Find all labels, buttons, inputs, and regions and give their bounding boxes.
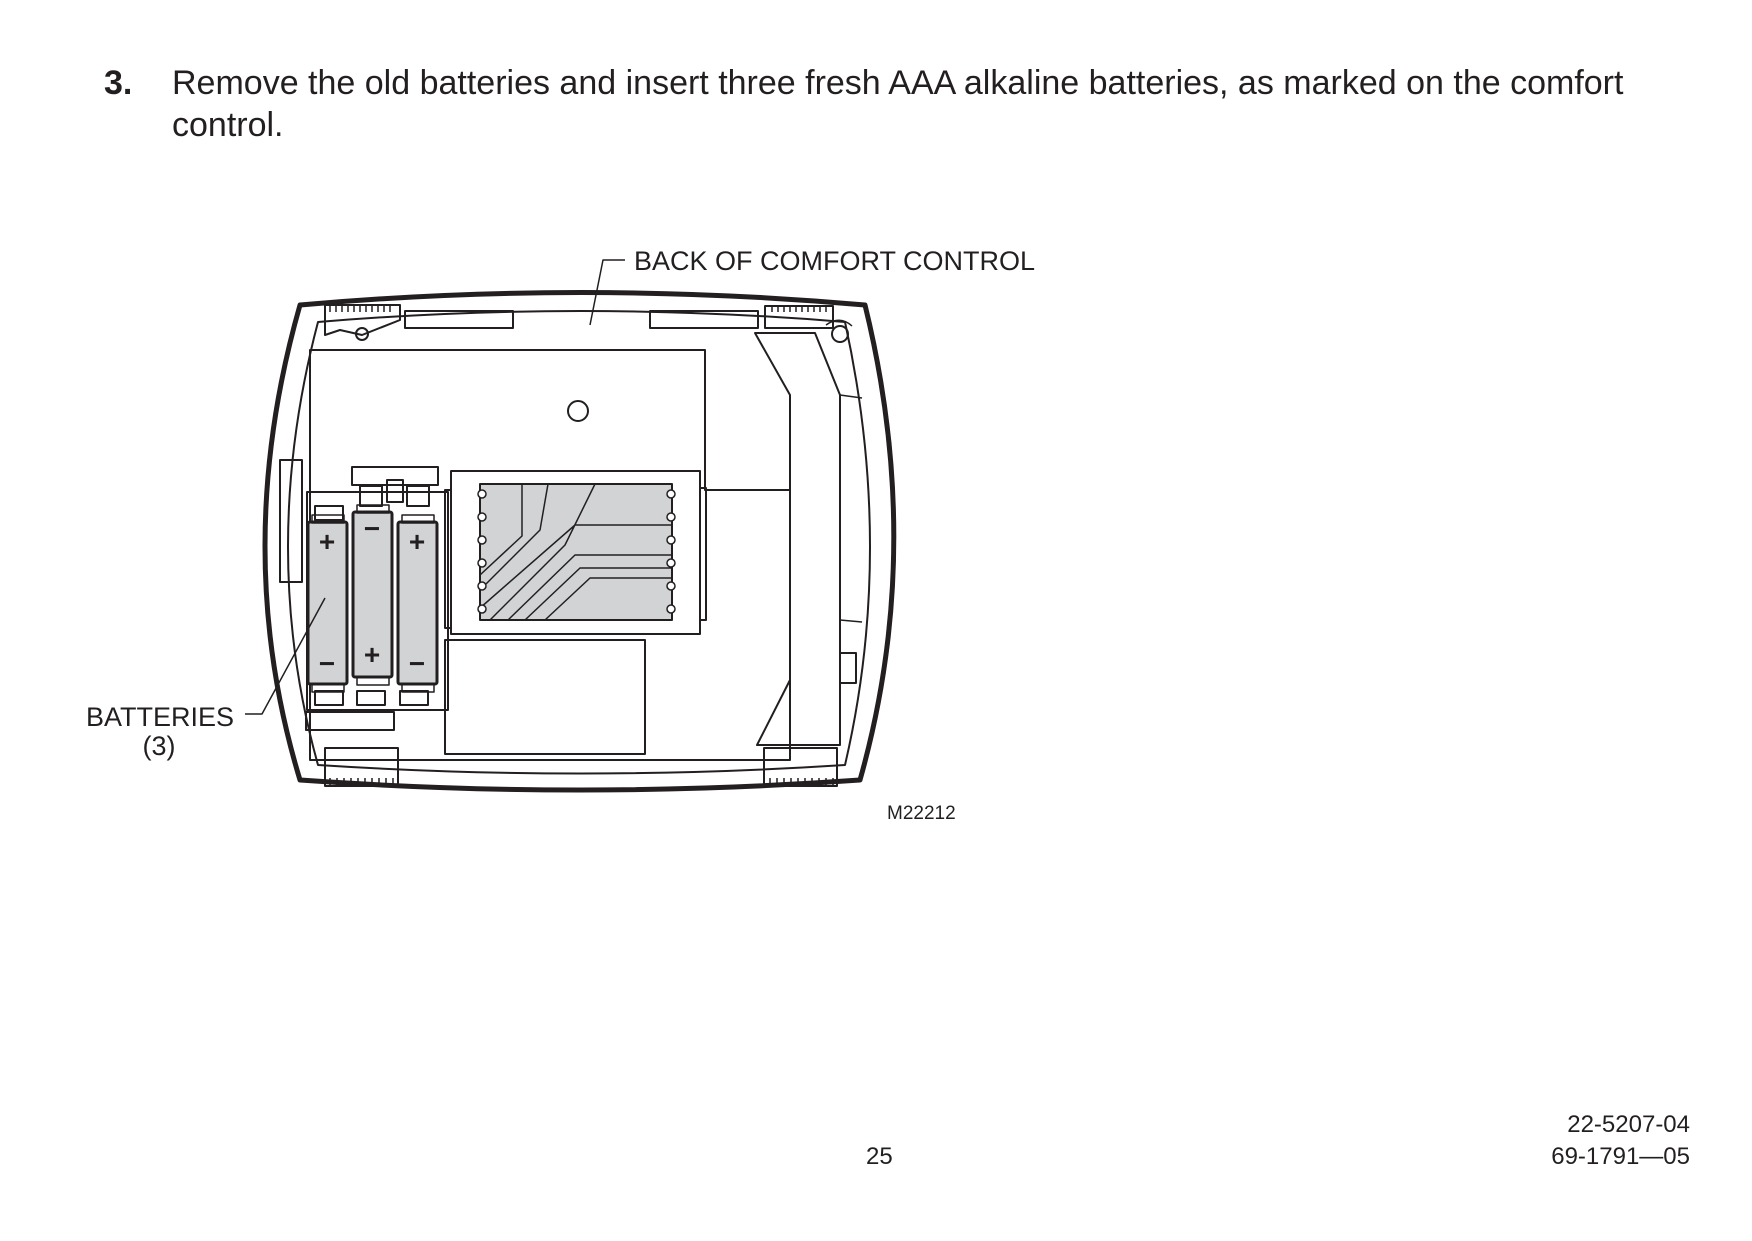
top-slot-left <box>404 310 514 329</box>
step-number: 3. <box>104 64 133 102</box>
document-number-1: 22-5207-04 <box>1567 1111 1690 1138</box>
top-slot-right <box>649 310 759 329</box>
right-ribbon <box>754 332 841 746</box>
lower-block <box>444 639 646 755</box>
figure-code: M22212 <box>887 803 956 824</box>
top-right-clip <box>764 305 834 329</box>
batteries-label-pointer <box>245 597 326 715</box>
top-right-screw-hole <box>831 325 849 343</box>
left-side-strip <box>279 459 303 583</box>
battery-1-bottom-mark: − <box>319 648 335 679</box>
batteries-label: BATTERIES <box>85 702 235 732</box>
battery-2-bottom-mark: + <box>364 639 380 670</box>
center-hole <box>567 400 589 422</box>
top-left-clip <box>324 304 401 336</box>
bottom-left-clip <box>324 747 399 787</box>
battery-3-top-mark: + <box>409 526 425 557</box>
top-left-screw-hole <box>355 327 369 341</box>
step-instruction: Remove the old batteries and insert thre… <box>172 64 1624 144</box>
battery-3-bottom-mark: − <box>409 648 425 679</box>
battery-1-top-mark: + <box>319 526 335 557</box>
back-of-comfort-control-label: BACK OF COMFORT CONTROL <box>634 246 1036 276</box>
page-number: 25 <box>866 1143 893 1170</box>
bottom-right-clip <box>763 747 838 787</box>
batteries-count-label: (3) <box>142 731 176 761</box>
battery-2-top-mark: − <box>364 513 380 544</box>
right-small-slot <box>839 652 857 684</box>
document-number-2: 69-1791—05 <box>1551 1143 1690 1170</box>
housing-outline <box>262 290 897 793</box>
housing-inner-rim <box>287 310 871 775</box>
circuit-board <box>479 483 673 621</box>
back-label-pointer <box>589 259 625 326</box>
